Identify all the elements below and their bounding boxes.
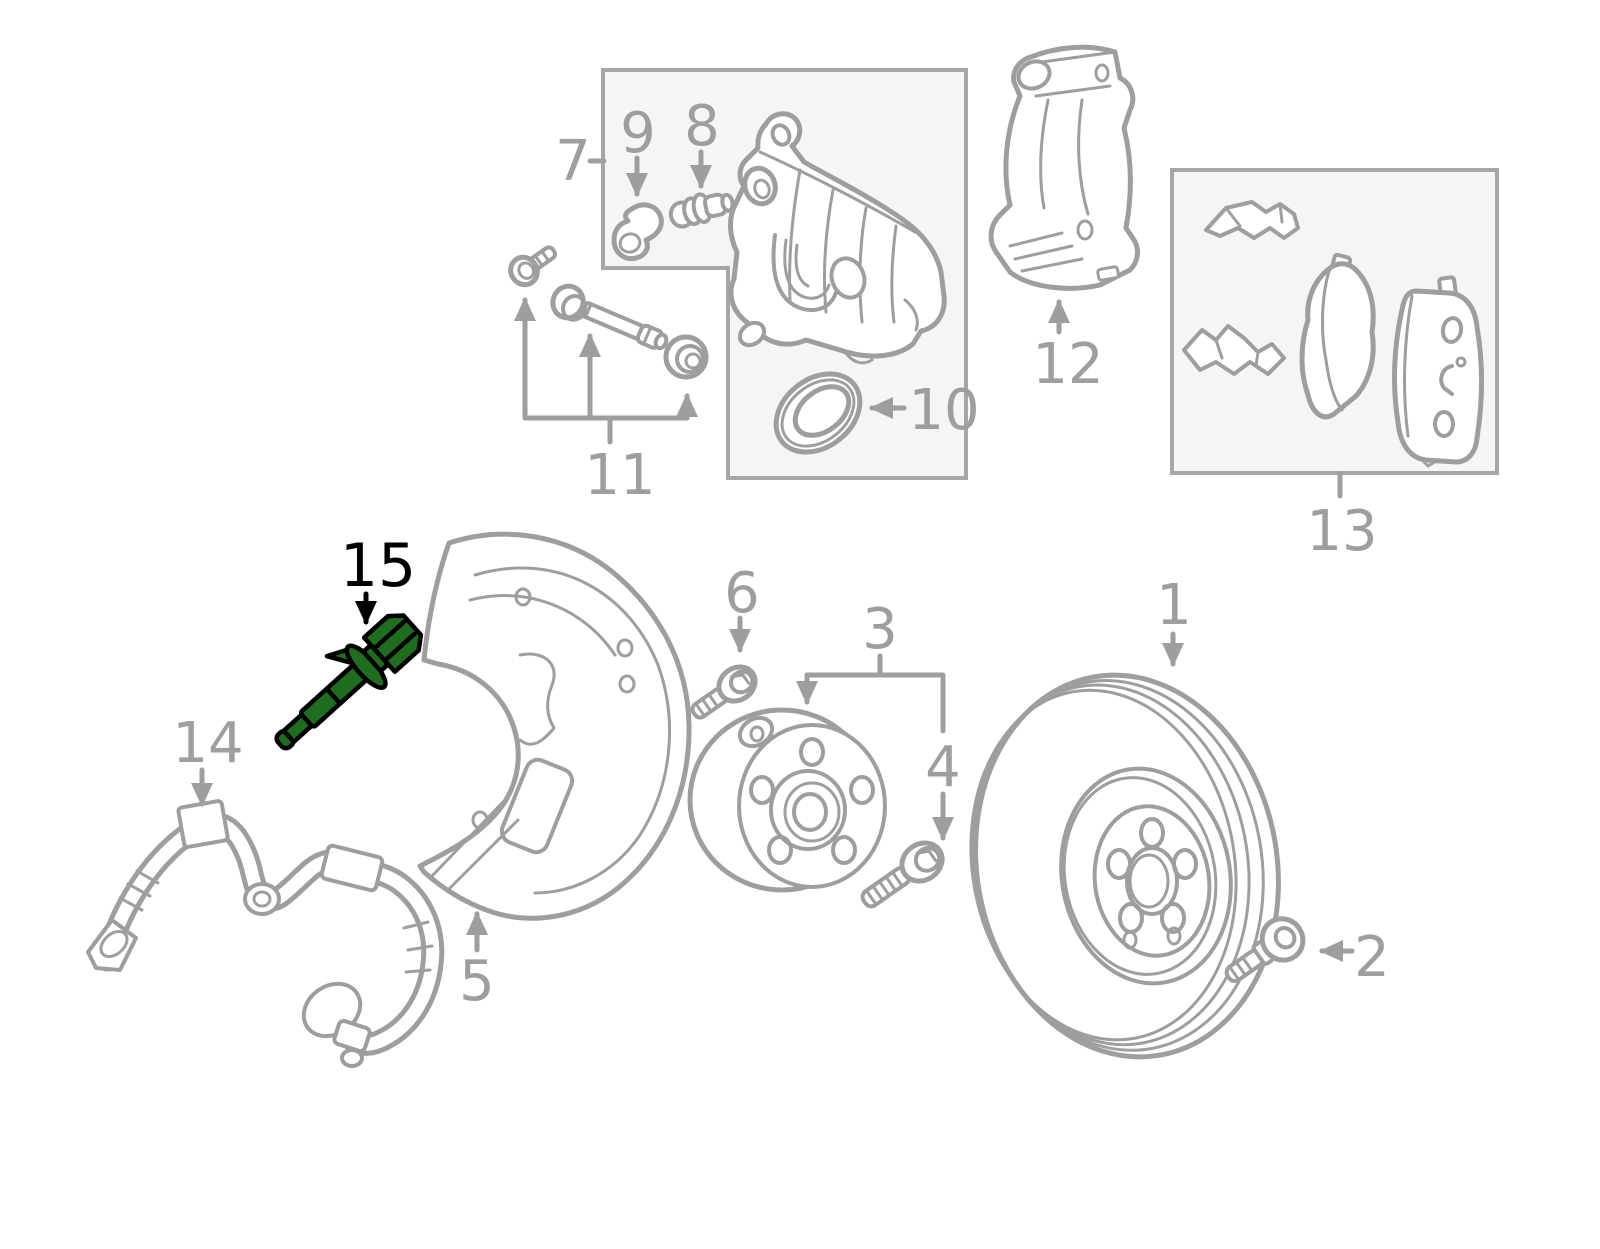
- part-4-bolt: [860, 840, 945, 909]
- pad-hole-bottom: [1433, 410, 1455, 438]
- bracket-hole-bottom: [1076, 219, 1094, 241]
- brake-pad-back-view: [1392, 275, 1484, 468]
- part-7-brake-caliper: [728, 111, 947, 365]
- callout-13[interactable]: 13: [1306, 499, 1377, 564]
- guide-pin: [550, 283, 669, 351]
- screw-socket: [1273, 926, 1297, 950]
- disc-hub-face: [1092, 804, 1212, 958]
- callout-5[interactable]: 5: [459, 949, 495, 1014]
- callout-4[interactable]: 4: [925, 735, 961, 800]
- hose-clip-block: [319, 843, 385, 893]
- hose-bracket: [176, 799, 230, 849]
- part-1-brake-disc: [969, 672, 1281, 1060]
- part-3-wheel-hub: [687, 707, 887, 893]
- callout-2[interactable]: 2: [1354, 925, 1390, 990]
- part-12-caliper-bracket: [988, 44, 1140, 291]
- callout-15-highlighted[interactable]: 15: [340, 531, 416, 601]
- callout-1[interactable]: 1: [1156, 573, 1192, 638]
- part-14-brake-hose: [86, 799, 445, 1068]
- sensor-hex-head: [361, 613, 424, 675]
- pad-hole-top: [1440, 316, 1464, 344]
- callouts: 1 2 3 4 5 6 7 8 9 10 11 12 13 14 15: [172, 94, 1389, 1014]
- hub-lug-holes: [749, 737, 875, 865]
- hub-ear: [737, 715, 775, 749]
- part-15-abs-sensor[interactable]: [257, 600, 430, 764]
- caliper-ear-hole: [770, 123, 792, 147]
- guide-pin-bushing: [663, 334, 709, 380]
- caliper-piston: [829, 256, 867, 300]
- part-5-splash-shield: [417, 531, 692, 921]
- retainer-clip-top: [1204, 200, 1300, 240]
- callout-11[interactable]: 11: [584, 443, 655, 508]
- retainer-clip-bottom: [1182, 324, 1286, 376]
- leader-bracket-11: [522, 415, 690, 445]
- part-8-bolt: [668, 192, 735, 229]
- shield-window: [499, 757, 575, 855]
- pad-wear-indicator: [1439, 364, 1454, 396]
- disc-hat-outer: [1059, 766, 1233, 986]
- part-2-disc-screw: [1224, 916, 1306, 984]
- brake-pad-edge-view: [1299, 252, 1376, 420]
- callout-7[interactable]: 7: [555, 129, 591, 194]
- callout-10[interactable]: 10: [908, 378, 979, 443]
- disc-center-bore: [1125, 846, 1179, 916]
- callout-14[interactable]: 14: [172, 711, 243, 776]
- bracket-hole-top: [1094, 63, 1110, 83]
- callout-8[interactable]: 8: [684, 94, 720, 159]
- part-11-guide-pin-kit: [508, 245, 709, 380]
- part-9-cap: [611, 202, 664, 262]
- guide-bolt: [508, 245, 557, 288]
- part-6-bolt: [690, 664, 758, 720]
- hose-grommet: [243, 882, 281, 916]
- callout-9[interactable]: 9: [620, 101, 656, 166]
- caliper-piston-bore: [771, 233, 838, 312]
- part-13-brake-pad-kit: [1182, 200, 1484, 468]
- callout-12[interactable]: 12: [1032, 332, 1103, 397]
- callout-3[interactable]: 3: [862, 597, 898, 662]
- part-10-seal-ring: [773, 371, 863, 455]
- callout-6[interactable]: 6: [724, 561, 760, 626]
- leader-bracket-3: [804, 653, 946, 734]
- hub-center-bore: [792, 792, 828, 832]
